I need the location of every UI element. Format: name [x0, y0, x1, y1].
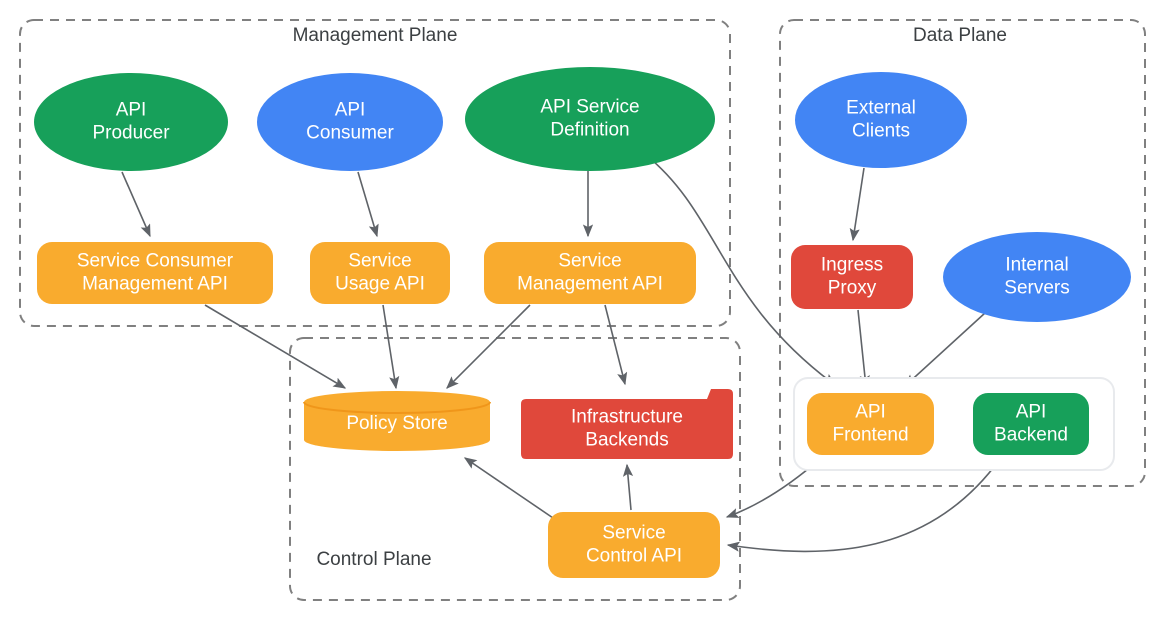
edge-service-consumer-management-api-to-policy-store: [204, 304, 347, 389]
plane-boundary-management-plane: [19, 19, 731, 327]
edge-service-usage-api-to-policy-store: [382, 304, 400, 390]
node-shape-api-producer: [34, 73, 228, 171]
node-shape-service-usage-api: [310, 242, 450, 304]
node-shape-api-backend: [973, 393, 1089, 455]
node-shape-policy-store: [304, 391, 490, 451]
node-shape-api-service-definition: [465, 67, 715, 171]
node-shape-api-consumer: [257, 73, 443, 171]
edges-layer: [121, 154, 1001, 553]
planes-layer: [19, 19, 1146, 601]
node-shape-ingress-proxy: [791, 245, 913, 309]
node-shape-internal-servers: [943, 232, 1131, 322]
edge-external-clients-to-ingress-proxy: [849, 167, 865, 242]
edge-api-consumer-to-service-usage-api: [357, 171, 379, 238]
edge-api-producer-to-service-consumer-management-api: [121, 171, 151, 238]
edge-api-backend-to-service-control-api: [726, 458, 1001, 553]
edge-service-control-api-to-policy-store: [463, 457, 557, 521]
node-shape-api-frontend: [807, 393, 934, 455]
edge-service-control-api-to-infrastructure-backends: [622, 463, 634, 511]
edge-ingress-proxy-to-api-frontend: [857, 309, 870, 389]
edge-internal-servers-to-api-frontend: [904, 312, 986, 387]
node-label-policy-store: Policy Store: [346, 413, 447, 434]
plane-label-data-plane: Data Plane: [913, 25, 1007, 46]
plane-label-control-plane: Control Plane: [316, 549, 431, 570]
node-shape-external-clients: [795, 72, 967, 168]
edge-service-management-api-to-infrastructure-backends: [604, 304, 628, 386]
node-shape-service-management-api: [484, 242, 696, 304]
node-shape-service-control-api: [548, 512, 720, 578]
plane-boundary-data-plane: [779, 19, 1146, 487]
plane-label-management-plane: Management Plane: [293, 25, 458, 46]
edge-api-service-definition-to-api-frontend: [645, 154, 837, 386]
node-shape-infrastructure-backends: [521, 389, 733, 459]
node-shape-service-consumer-management-api: [37, 242, 273, 304]
node-policy-store[interactable]: Policy Store: [303, 391, 491, 451]
cylinder-top-arc-policy-store: [303, 401, 491, 414]
plane-boundary-control-plane: [289, 337, 741, 601]
edge-service-management-api-to-policy-store: [446, 304, 531, 389]
